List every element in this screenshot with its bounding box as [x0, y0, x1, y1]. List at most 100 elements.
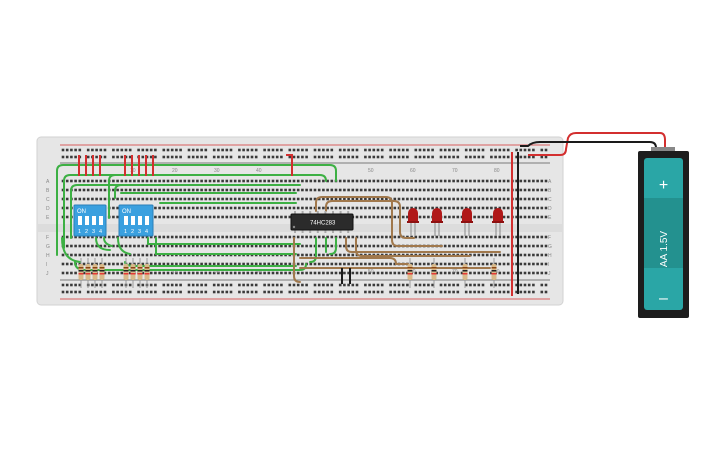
breadboard-hole[interactable] [519, 197, 523, 201]
breadboard-hole[interactable] [271, 283, 275, 287]
breadboard-hole[interactable] [116, 271, 119, 275]
breadboard-hole[interactable] [212, 271, 216, 275]
breadboard-hole[interactable] [477, 244, 481, 248]
breadboard-hole[interactable] [284, 197, 287, 201]
breadboard-hole[interactable] [217, 235, 220, 239]
breadboard-hole[interactable] [473, 253, 476, 257]
breadboard-hole[interactable] [166, 179, 170, 183]
resistor[interactable] [78, 258, 84, 288]
breadboard-hole[interactable] [275, 271, 279, 275]
breadboard-hole[interactable] [477, 148, 481, 152]
breadboard-hole[interactable] [464, 290, 468, 294]
breadboard-hole[interactable] [191, 179, 195, 183]
breadboard-hole[interactable] [431, 197, 434, 201]
breadboard-hole[interactable] [469, 235, 472, 239]
breadboard-hole[interactable] [406, 155, 409, 159]
breadboard-hole[interactable] [439, 206, 443, 210]
breadboard-hole[interactable] [477, 262, 481, 266]
breadboard-hole[interactable] [191, 155, 195, 159]
breadboard-hole[interactable] [305, 188, 308, 192]
breadboard-hole[interactable] [414, 271, 418, 275]
breadboard-hole[interactable] [330, 206, 334, 210]
breadboard-hole[interactable] [322, 155, 325, 159]
breadboard-hole[interactable] [116, 197, 119, 201]
breadboard-hole[interactable] [74, 271, 77, 275]
breadboard-hole[interactable] [301, 235, 304, 239]
breadboard-hole[interactable] [225, 235, 229, 239]
breadboard-hole[interactable] [86, 188, 90, 192]
breadboard-hole[interactable] [355, 197, 359, 201]
breadboard-hole[interactable] [393, 271, 397, 275]
breadboard-hole[interactable] [305, 271, 308, 275]
breadboard-hole[interactable] [280, 262, 283, 266]
breadboard-hole[interactable] [112, 271, 115, 275]
breadboard-hole[interactable] [515, 235, 518, 239]
breadboard-hole[interactable] [233, 188, 237, 192]
breadboard-hole[interactable] [145, 253, 149, 257]
breadboard-hole[interactable] [422, 206, 426, 210]
breadboard-hole[interactable] [343, 206, 346, 210]
breadboard-hole[interactable] [422, 262, 426, 266]
breadboard-hole[interactable] [162, 148, 166, 152]
breadboard-hole[interactable] [368, 148, 371, 152]
breadboard-hole[interactable] [414, 155, 418, 159]
breadboard-hole[interactable] [179, 262, 182, 266]
breadboard-hole[interactable] [154, 155, 157, 159]
breadboard-hole[interactable] [179, 188, 182, 192]
breadboard-hole[interactable] [523, 283, 527, 287]
breadboard-hole[interactable] [191, 271, 195, 275]
breadboard-hole[interactable] [393, 155, 397, 159]
breadboard-hole[interactable] [448, 188, 451, 192]
breadboard-hole[interactable] [544, 290, 548, 294]
breadboard-hole[interactable] [120, 197, 124, 201]
breadboard-hole[interactable] [347, 179, 350, 183]
breadboard-hole[interactable] [448, 197, 451, 201]
breadboard-hole[interactable] [196, 188, 199, 192]
breadboard-hole[interactable] [343, 155, 346, 159]
breadboard-hole[interactable] [296, 197, 300, 201]
breadboard-hole[interactable] [137, 253, 140, 257]
breadboard-hole[interactable] [103, 188, 107, 192]
breadboard-hole[interactable] [107, 262, 111, 266]
breadboard-hole[interactable] [99, 283, 103, 287]
breadboard-hole[interactable] [196, 235, 199, 239]
breadboard-hole[interactable] [212, 283, 216, 287]
breadboard-hole[interactable] [296, 283, 300, 287]
breadboard-hole[interactable] [95, 155, 98, 159]
breadboard-hole[interactable] [372, 262, 376, 266]
breadboard-hole[interactable] [540, 206, 544, 210]
breadboard-hole[interactable] [481, 235, 485, 239]
breadboard-hole[interactable] [280, 283, 283, 287]
breadboard-hole[interactable] [519, 215, 523, 219]
breadboard-hole[interactable] [401, 215, 405, 219]
breadboard-hole[interactable] [259, 179, 262, 183]
breadboard-hole[interactable] [284, 244, 287, 248]
breadboard-hole[interactable] [464, 188, 468, 192]
breadboard-hole[interactable] [414, 179, 418, 183]
breadboard-hole[interactable] [317, 155, 321, 159]
breadboard-hole[interactable] [246, 244, 250, 248]
breadboard-hole[interactable] [385, 262, 388, 266]
breadboard-hole[interactable] [313, 197, 317, 201]
breadboard-hole[interactable] [502, 235, 506, 239]
breadboard-hole[interactable] [170, 262, 174, 266]
breadboard-hole[interactable] [141, 235, 145, 239]
breadboard-hole[interactable] [82, 253, 86, 257]
breadboard-hole[interactable] [103, 253, 107, 257]
breadboard-hole[interactable] [532, 155, 535, 159]
breadboard-hole[interactable] [418, 206, 422, 210]
breadboard-hole[interactable] [347, 262, 350, 266]
breadboard-hole[interactable] [162, 179, 166, 183]
breadboard-hole[interactable] [540, 244, 544, 248]
breadboard-hole[interactable] [145, 148, 149, 152]
breadboard-hole[interactable] [498, 206, 502, 210]
breadboard-hole[interactable] [263, 215, 266, 219]
breadboard-hole[interactable] [221, 197, 224, 201]
breadboard-hole[interactable] [179, 148, 182, 152]
breadboard-hole[interactable] [481, 262, 485, 266]
breadboard-hole[interactable] [284, 235, 287, 239]
breadboard-hole[interactable] [393, 283, 397, 287]
breadboard-hole[interactable] [238, 188, 241, 192]
breadboard-hole[interactable] [435, 206, 439, 210]
breadboard-hole[interactable] [351, 188, 355, 192]
